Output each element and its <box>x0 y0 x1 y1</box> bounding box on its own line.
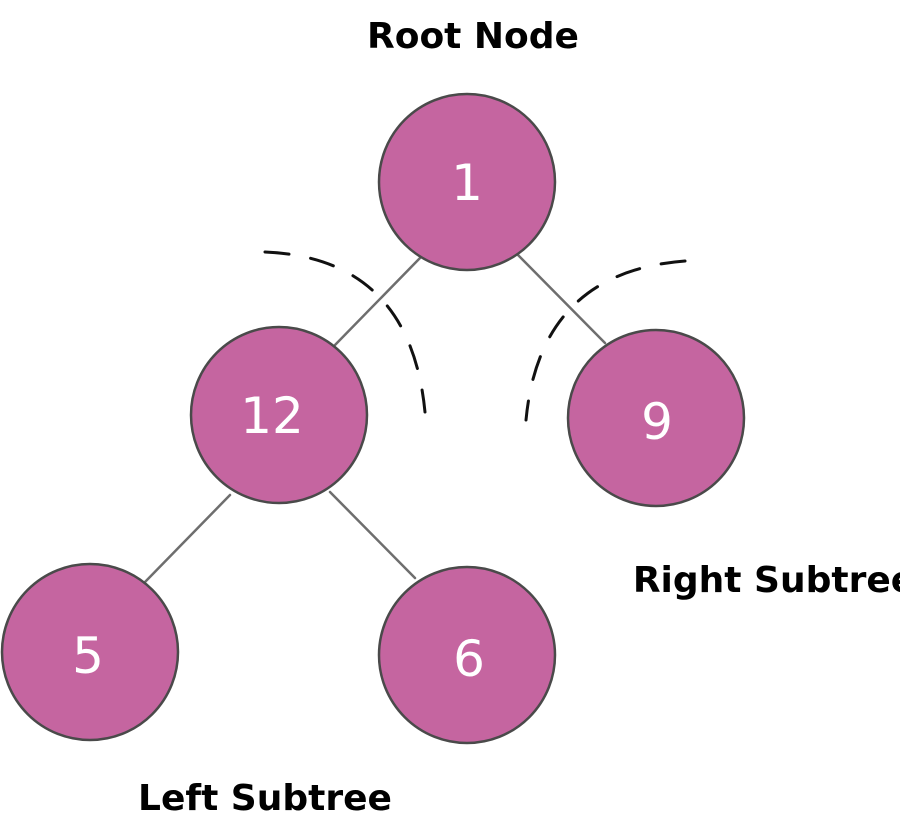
right-subtree-label: Right Subtree <box>633 560 900 601</box>
edge-12-to-6 <box>328 490 417 580</box>
edge-12-to-5 <box>143 493 232 584</box>
root-node-label: Root Node <box>367 16 579 57</box>
tree-node-left-right: 6 <box>377 565 557 745</box>
node-value-left-left: 5 <box>72 627 104 685</box>
edge-root-to-12 <box>333 256 422 347</box>
node-value-root: 1 <box>451 154 483 212</box>
left-subtree-label: Left Subtree <box>138 778 392 819</box>
node-value-right-child: 9 <box>641 393 673 451</box>
node-value-left-child: 12 <box>240 387 304 445</box>
node-value-left-right: 6 <box>453 630 485 688</box>
tree-node-left-left: 5 <box>0 562 180 742</box>
tree-node-root: 1 <box>377 92 557 272</box>
tree-node-right-child: 9 <box>566 328 746 508</box>
tree-node-left-child: 12 <box>189 325 369 505</box>
edge-root-to-9 <box>516 253 607 345</box>
